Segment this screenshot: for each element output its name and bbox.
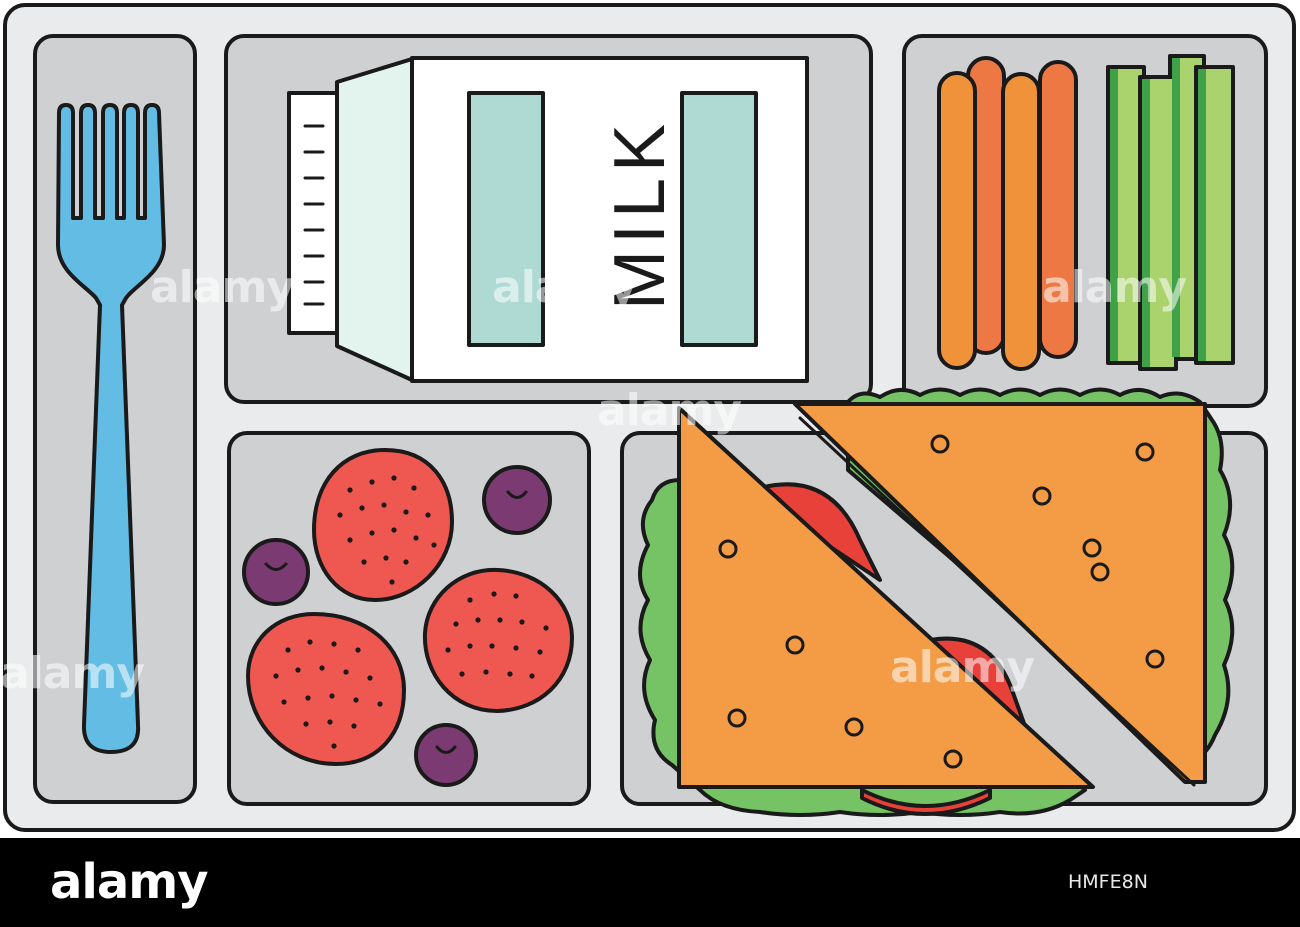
carton-top bbox=[335, 57, 414, 382]
carrot-stick bbox=[1001, 72, 1041, 371]
carton-panel-left bbox=[467, 91, 545, 347]
blueberry bbox=[242, 538, 310, 606]
blueberries bbox=[242, 465, 552, 787]
celery-sticks bbox=[1106, 54, 1235, 371]
strawberry bbox=[312, 448, 454, 602]
fork-icon bbox=[56, 103, 166, 754]
carton-cap bbox=[287, 91, 339, 335]
carrot-stick bbox=[937, 71, 977, 370]
carrot-sticks bbox=[937, 56, 1078, 371]
bread-slice-left bbox=[677, 406, 1095, 789]
brand-logo: alamy bbox=[50, 854, 209, 910]
blueberry bbox=[482, 465, 552, 535]
bread-crust-line bbox=[798, 416, 1196, 787]
image-id: HMFE8N bbox=[1068, 871, 1148, 893]
tomato-slice bbox=[860, 788, 992, 816]
footer-bar: alamy HMFE8N bbox=[0, 838, 1300, 927]
carrot-stick bbox=[1038, 60, 1078, 359]
sandwich bbox=[638, 387, 1235, 817]
carton-cap-ridges bbox=[303, 124, 325, 306]
strawberries bbox=[246, 448, 574, 766]
carton-panel-right bbox=[680, 91, 758, 347]
milk-carton: MILK bbox=[287, 56, 809, 383]
strawberry bbox=[422, 567, 574, 713]
milk-label: MILK bbox=[600, 118, 680, 310]
lunch-tray-illustration: MILK bbox=[3, 3, 1296, 832]
blueberry bbox=[414, 723, 478, 787]
bread-holes bbox=[718, 434, 1165, 769]
